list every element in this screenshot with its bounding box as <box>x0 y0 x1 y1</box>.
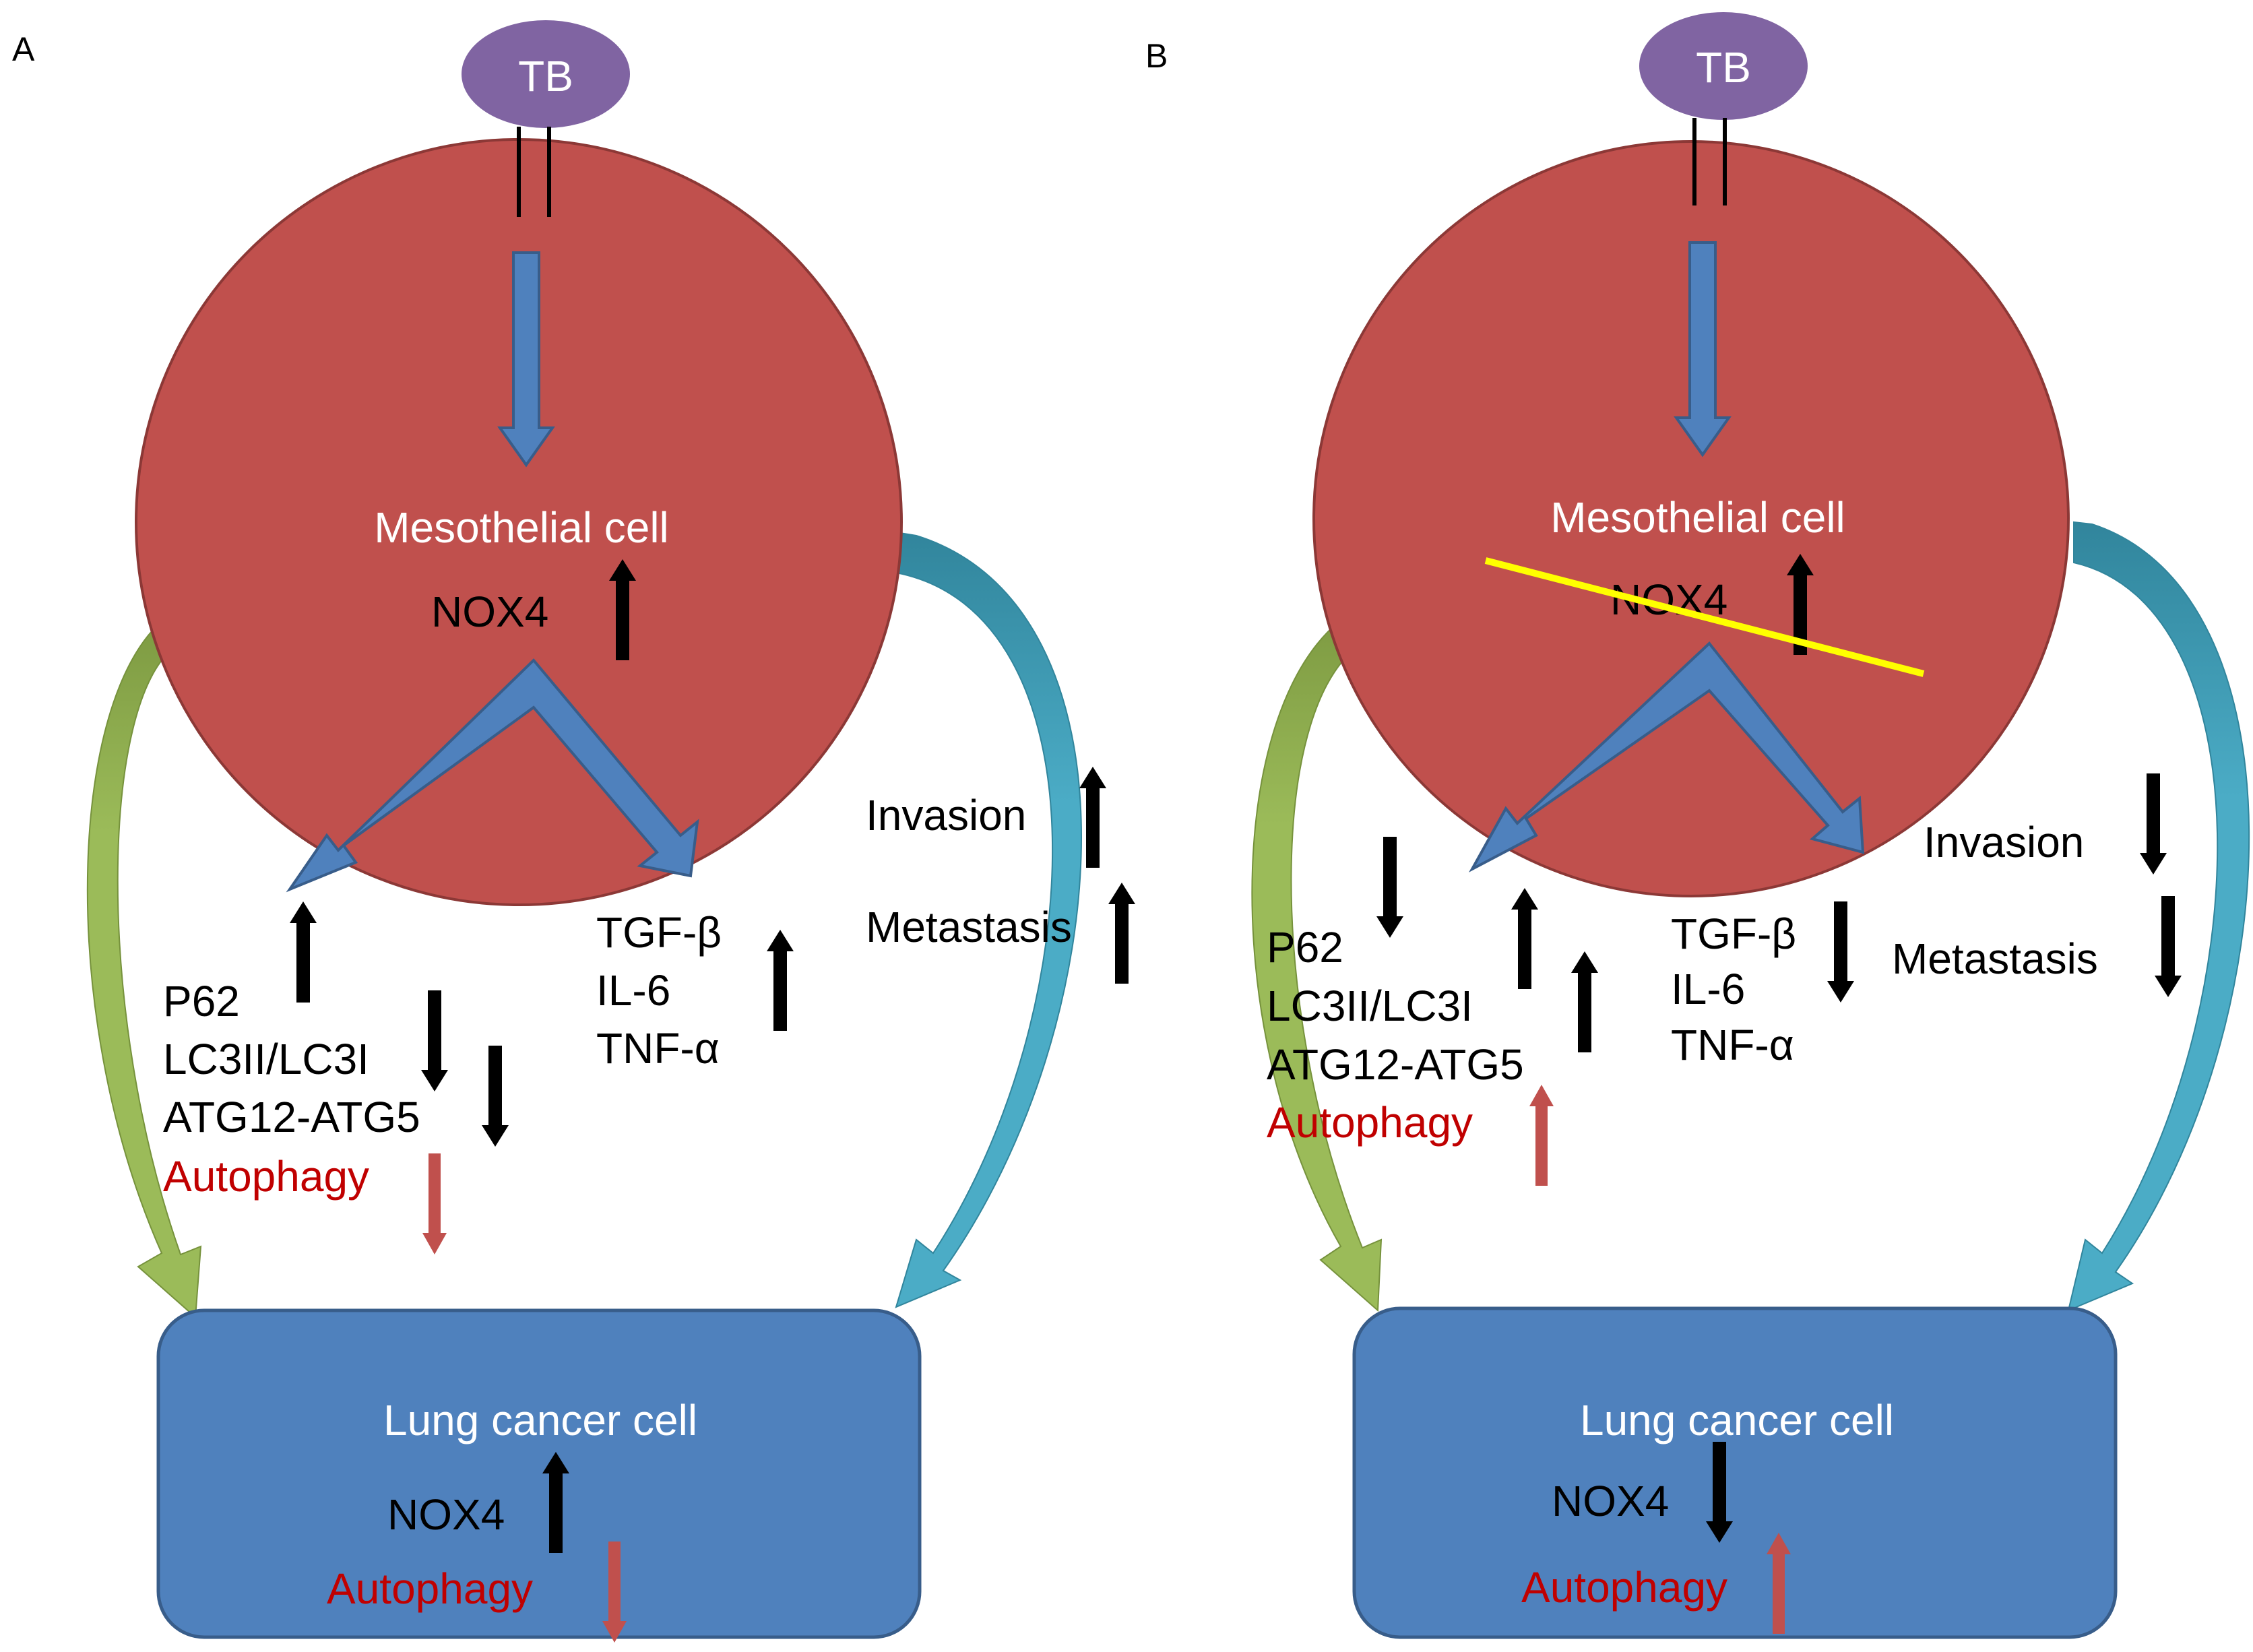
autophagy-down-arrow-icon <box>422 1153 447 1254</box>
atg-down-arrow-icon <box>482 1046 509 1147</box>
cytokine-tnf: TNF-α <box>596 1024 720 1073</box>
autophagy-label: Autophagy <box>163 1152 369 1201</box>
metastasis-up-arrow-icon <box>1108 883 1135 984</box>
green-curved-arrow-b <box>1251 562 1383 1312</box>
panel-a: A TB Mesothelial cell NOX4 P62 LC3II/LC3… <box>12 20 1135 1643</box>
teal-curved-arrow-b <box>2067 521 2250 1312</box>
autophagy-label-b: Autophagy <box>1267 1098 1473 1147</box>
nox4-inhibition-line <box>1484 557 1925 677</box>
tb-ellipse <box>462 20 630 128</box>
p62-up-arrow-icon <box>290 901 317 1003</box>
invasion-label-b: Invasion <box>1924 818 2084 866</box>
mesothelial-cell-label-b: Mesothelial cell <box>1550 493 1845 542</box>
atg-up-arrow-icon-b <box>1571 951 1598 1052</box>
cytokine-tgf: TGF-β <box>596 908 722 957</box>
blue-down-arrow <box>497 251 555 468</box>
teal-curved-arrow <box>895 531 1082 1308</box>
invasion-label: Invasion <box>866 791 1026 839</box>
mesothelial-cell-b <box>1312 140 2070 897</box>
lung-cancer-cell-label: Lung cancer cell <box>383 1396 697 1444</box>
cytokine-up-arrow-icon <box>767 930 794 1031</box>
marker-p62: P62 <box>163 977 240 1025</box>
nox4-label: NOX4 <box>431 587 548 636</box>
lung-cancer-cell-b <box>1352 1306 2118 1639</box>
p62-down-arrow-icon-b <box>1376 837 1403 938</box>
panel-b: B TB Mesothelial cell NOX4 P62 LC3II/LC3… <box>1145 12 2250 1639</box>
cytokine-down-arrow-icon-b <box>1827 901 1854 1003</box>
panel-a-label: A <box>12 30 35 68</box>
panel-b-label: B <box>1145 37 1168 75</box>
autophagy-up-arrow-icon-b <box>1529 1085 1554 1186</box>
blue-down-arrow-b <box>1674 241 1732 457</box>
metastasis-label: Metastasis <box>866 903 1072 951</box>
lung-cancer-cell <box>156 1308 922 1639</box>
tb-label-b: TB <box>1696 43 1751 92</box>
metastasis-label-b: Metastasis <box>1892 934 2098 983</box>
marker-atg12-atg5-b: ATG12-ATG5 <box>1267 1040 1524 1089</box>
cytokine-tnf-b: TNF-α <box>1671 1021 1794 1069</box>
green-curved-arrow <box>86 569 202 1319</box>
tb-ellipse-b <box>1639 12 1808 120</box>
invasion-up-arrow-icon <box>1079 767 1106 868</box>
cytokine-tgf-b: TGF-β <box>1671 910 1796 958</box>
lung-autophagy-label-b: Autophagy <box>1521 1563 1727 1612</box>
mesothelial-cell-label: Mesothelial cell <box>374 503 669 552</box>
metastasis-down-arrow-icon-b <box>2155 896 2182 997</box>
lc3-up-arrow-icon-b <box>1511 888 1538 989</box>
marker-p62-b: P62 <box>1267 923 1343 972</box>
cytokine-il6-b: IL-6 <box>1671 965 1745 1013</box>
invasion-down-arrow-icon-b <box>2140 773 2167 875</box>
blue-split-arrow <box>286 658 699 893</box>
tb-label: TB <box>518 52 573 100</box>
marker-lc3: LC3II/LC3I <box>163 1035 369 1083</box>
lung-autophagy-label: Autophagy <box>327 1564 533 1613</box>
marker-atg12-atg5: ATG12-ATG5 <box>163 1093 420 1141</box>
cytokine-il6: IL-6 <box>596 966 670 1015</box>
lung-nox4-label: NOX4 <box>387 1490 505 1539</box>
blue-split-arrow-b <box>1468 641 1865 872</box>
lung-nox4-label-b: NOX4 <box>1552 1477 1669 1525</box>
lung-cancer-cell-label-b: Lung cancer cell <box>1580 1396 1894 1444</box>
lc3-down-arrow-icon <box>421 990 448 1091</box>
marker-lc3-b: LC3II/LC3I <box>1267 982 1473 1030</box>
